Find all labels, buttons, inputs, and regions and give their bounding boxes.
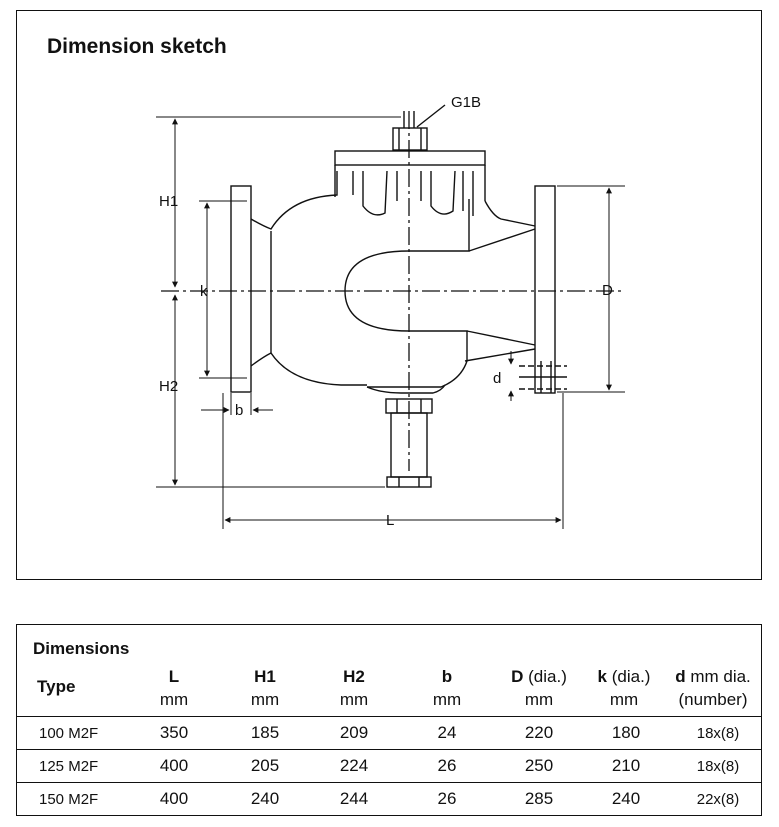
label-b: b xyxy=(235,402,243,419)
cell-h1: 205 xyxy=(250,756,280,775)
label-l: L xyxy=(386,512,394,529)
cell-h2: 209 xyxy=(339,723,369,742)
label-k: k xyxy=(200,283,208,300)
cell-d-bolt: 18x(8) xyxy=(696,758,740,775)
cell-d-bolt: 22x(8) xyxy=(696,791,740,808)
dimensions-table: Dimensions Type L mm H1 mm H2 mm b mm D … xyxy=(16,624,762,816)
cell-k-dia: 180 xyxy=(611,723,641,742)
table-row: 125 M2F 400 205 224 26 250 210 18x(8) xyxy=(17,750,761,782)
cell-type: 100 M2F xyxy=(39,725,99,742)
header-l: L mm xyxy=(159,667,189,709)
cell-d-dia: 250 xyxy=(524,756,554,775)
label-h2: H2 xyxy=(159,378,178,395)
cell-h1: 240 xyxy=(250,789,280,808)
table-rule xyxy=(17,749,761,750)
cell-h1: 185 xyxy=(250,723,280,742)
table-row: 150 M2F 400 240 244 26 285 240 22x(8) xyxy=(17,783,761,815)
cell-type: 125 M2F xyxy=(39,758,99,775)
cell-d-bolt: 18x(8) xyxy=(696,725,740,742)
header-type: Type xyxy=(37,677,76,696)
dimensions-title: Dimensions xyxy=(33,639,130,658)
header-b: b mm xyxy=(432,667,462,709)
table-rule xyxy=(17,716,761,717)
cell-l: 400 xyxy=(159,756,189,775)
cell-type: 150 M2F xyxy=(39,791,99,808)
label-h1: H1 xyxy=(159,193,178,210)
cell-l: 350 xyxy=(159,723,189,742)
header-h1: H1 mm xyxy=(250,667,280,709)
header-d-bolt: d mm dia. (number) xyxy=(675,667,751,709)
cell-h2: 244 xyxy=(339,789,369,808)
table-row: 100 M2F 350 185 209 24 220 180 18x(8) xyxy=(17,717,761,749)
label-d-bolt: d xyxy=(493,370,501,387)
header-d-dia: D (dia.) mm xyxy=(511,667,567,709)
cell-b: 26 xyxy=(437,756,457,775)
cell-h2: 224 xyxy=(339,756,369,775)
header-k-dia: k (dia.) mm xyxy=(597,667,651,709)
valve-drawing: G1B H1 k H2 b D d L xyxy=(156,94,625,529)
cell-k-dia: 240 xyxy=(611,789,641,808)
table-rule xyxy=(17,782,761,783)
cell-l: 400 xyxy=(159,789,189,808)
cell-b: 24 xyxy=(437,723,457,742)
dimension-sketch-panel: Dimension sketch xyxy=(16,10,762,580)
cell-b: 26 xyxy=(437,789,457,808)
label-d-flange: D xyxy=(602,282,613,299)
label-g1b: G1B xyxy=(451,94,481,111)
sketch-title: Dimension sketch xyxy=(47,35,227,58)
cell-d-dia: 285 xyxy=(524,789,554,808)
cell-d-dia: 220 xyxy=(524,723,554,742)
header-h2: H2 mm xyxy=(339,667,369,709)
cell-k-dia: 210 xyxy=(611,756,641,775)
